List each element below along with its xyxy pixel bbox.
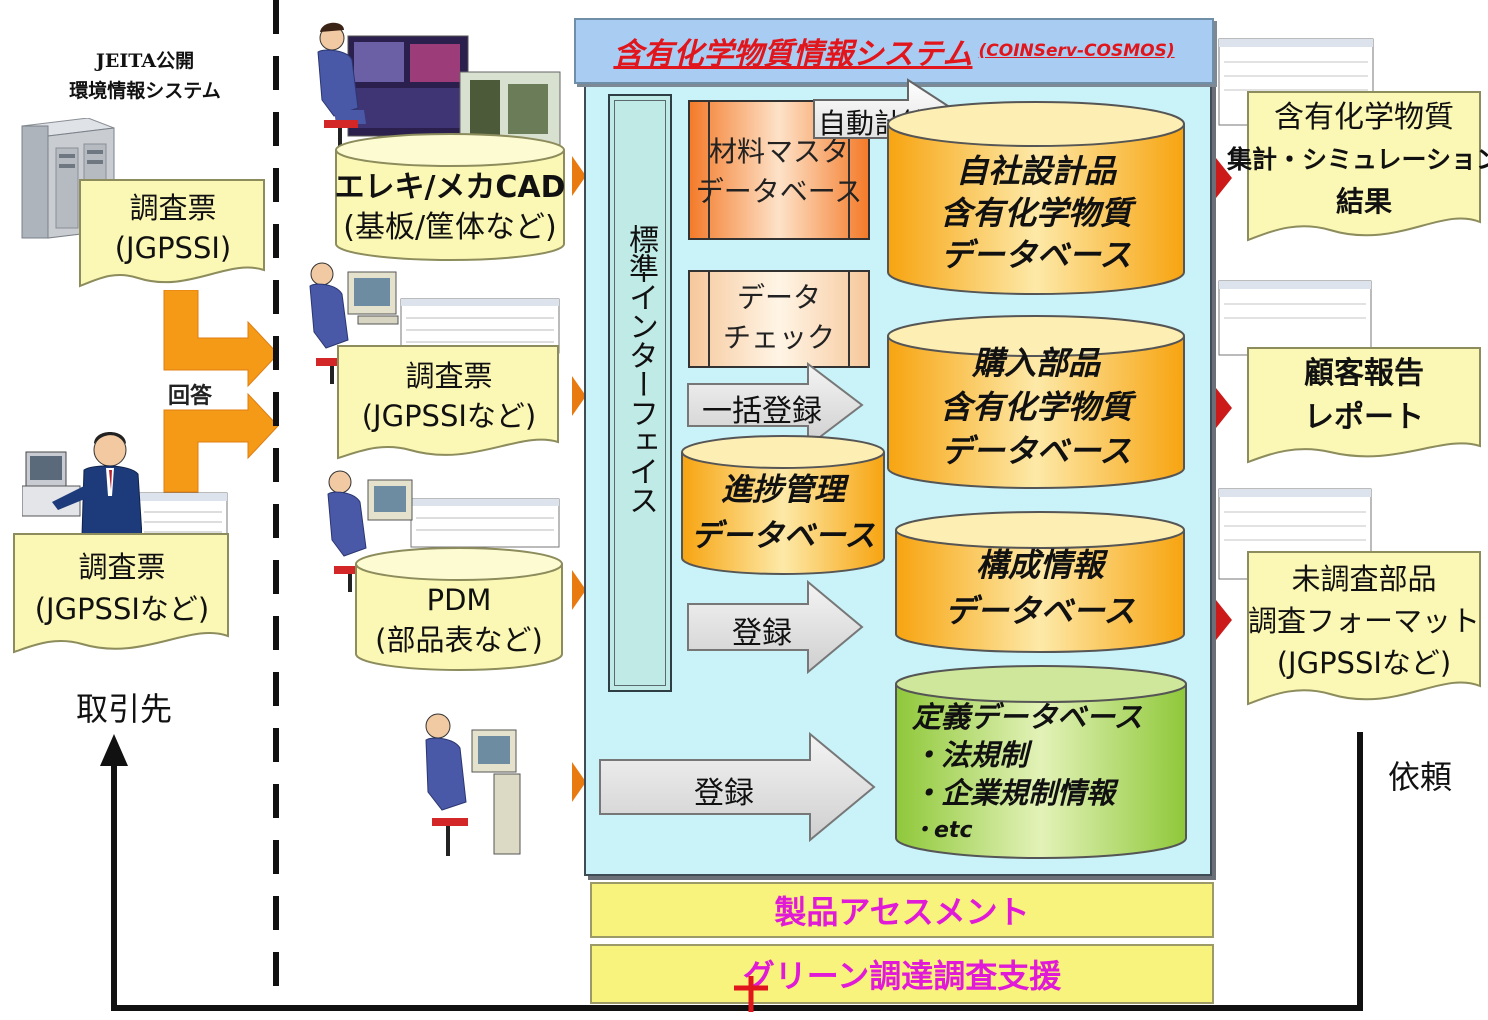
- answer-arrows: [156, 289, 280, 500]
- data-check-line2: チェック: [722, 321, 835, 354]
- engineer-icon-1: [304, 20, 384, 160]
- survey2-line2: (JGPSSIなど): [34, 592, 210, 626]
- pdm-cylinder: PDM (部品表など): [354, 546, 564, 672]
- def-item3: ・etc: [912, 818, 973, 843]
- config-line2: データベース: [944, 592, 1136, 630]
- data-check-line1: データ: [736, 281, 821, 314]
- register-label-2: 登録: [694, 776, 754, 811]
- bulk-register-arrow: 一括登録: [686, 361, 866, 449]
- definition-db-cylinder: 定義データベース ・法規制 ・企業規制情報 ・etc: [894, 664, 1188, 860]
- input-arrow-survey: [572, 376, 586, 416]
- material-master-line1: 材料マスタ: [708, 135, 849, 168]
- jeita-label: JEITA公開 環境情報システム: [40, 46, 250, 106]
- progress-line1: 進捗管理: [721, 472, 845, 508]
- out2-line2: レポート: [1304, 400, 1424, 435]
- output-arrow-3: [1216, 600, 1232, 640]
- output-doc-simulation: 含有化学物質 集計・シミュレーション 結果: [1227, 90, 1488, 250]
- green-procurement-bar: グリーン調達調査支援: [590, 944, 1214, 1004]
- system-title: 含有化学物質情報システム: [613, 37, 973, 72]
- supplier-label: 取引先: [76, 690, 173, 728]
- own-design-line2: 含有化学物質: [939, 194, 1132, 232]
- pdm-screen-icon: [410, 498, 560, 548]
- engineer-icon-2: [302, 258, 412, 388]
- system-title-bar: 含有化学物質情報システム (COINServ-COSMOS): [574, 18, 1214, 84]
- survey-doc-left: 調査票 (JGPSSIなど): [12, 532, 232, 656]
- cad-line2: (基板/筐体など): [343, 210, 557, 245]
- answer-label: 回答: [168, 384, 213, 409]
- engineer-icon-3: [318, 466, 428, 596]
- survey-input-line2: (JGPSSIなど): [361, 399, 537, 433]
- progress-db-cylinder: 進捗管理 データベース: [680, 434, 886, 576]
- survey-doc-jgpssi: 調査票 (JGPSSI): [78, 178, 268, 288]
- green-procurement-label: グリーン調達調査支援: [742, 957, 1062, 995]
- survey2-line1: 調査票: [78, 550, 166, 584]
- config-db-cylinder: 構成情報 データベース: [894, 510, 1186, 654]
- product-assessment-bar: 製品アセスメント: [590, 882, 1214, 938]
- survey1-line1: 調査票: [129, 191, 217, 225]
- own-design-line1: 自社設計品: [955, 152, 1116, 190]
- out3-line3: (JGPSSIなど): [1276, 646, 1452, 680]
- jeita-line2: 環境情報システム: [69, 80, 221, 102]
- survey1-line2: (JGPSSI): [114, 231, 232, 265]
- standard-interface-label: 標準インターフェイス: [623, 224, 658, 514]
- data-check-box: データ チェック: [688, 270, 870, 368]
- purchased-line2: 含有化学物質: [939, 388, 1132, 426]
- purchased-db-cylinder: 購入部品 含有化学物質 データベース: [886, 314, 1186, 490]
- pdm-line2: (部品表など): [375, 623, 543, 657]
- input-arrow-def: [572, 762, 586, 802]
- cad-line1: エレキ/メカCAD: [334, 170, 566, 205]
- output-screen-2: [1218, 280, 1372, 356]
- input-arrow-cad: [572, 156, 586, 196]
- output-arrow-1: [1216, 158, 1232, 198]
- own-design-line3: データベース: [940, 236, 1132, 274]
- engineer-icon-4: [414, 706, 526, 866]
- own-design-db-cylinder: 自社設計品 含有化学物質 データベース: [886, 100, 1186, 296]
- config-line1: 構成情報: [975, 546, 1104, 584]
- register-arrow-1: 登録: [686, 579, 866, 675]
- register-label-1: 登録: [732, 616, 792, 651]
- survey-screen-icon: [400, 298, 560, 354]
- output-doc-report: 顧客報告 レポート: [1246, 346, 1482, 468]
- out1-line1: 含有化学物質: [1274, 100, 1454, 135]
- cad-screens-icon: [340, 32, 565, 152]
- pdm-line1: PDM: [426, 583, 492, 617]
- out2-line1: 顧客報告: [1304, 356, 1424, 391]
- request-return-arrow: [96, 726, 1368, 1016]
- standard-interface: 標準インターフェイス: [608, 94, 672, 692]
- out3-line1: 未調査部品: [1291, 562, 1437, 596]
- output-doc-format: 未調査部品 調査フォーマット (JGPSSIなど): [1246, 550, 1482, 714]
- def-item1: ・法規制: [912, 738, 1029, 772]
- jeita-line1: JEITA公開: [95, 50, 195, 72]
- system-title-sub: (COINServ-COSMOS): [978, 41, 1175, 61]
- purchased-line3: データベース: [940, 432, 1132, 470]
- out3-line2: 調査フォーマット: [1247, 604, 1480, 638]
- product-assessment-label: 製品アセスメント: [774, 893, 1030, 931]
- supplier-person-icon: [21, 426, 143, 537]
- cad-cylinder: エレキ/メカCAD (基板/筐体など): [334, 132, 566, 262]
- register-arrow-2: 登録: [598, 731, 878, 843]
- purchased-line1: 購入部品: [971, 344, 1100, 382]
- output-arrow-2: [1216, 388, 1232, 428]
- bulk-register-label: 一括登録: [702, 394, 822, 429]
- material-master-line2: データベース: [695, 175, 863, 208]
- def-item2: ・企業規制情報: [912, 776, 1116, 810]
- input-arrow-pdm: [572, 570, 586, 610]
- out1-line2: 集計・シミュレーション: [1227, 145, 1488, 174]
- survey-input-doc: 調査票 (JGPSSIなど): [336, 344, 562, 462]
- request-label: 依頼: [1388, 758, 1453, 796]
- progress-line2: データベース: [690, 518, 876, 554]
- survey-input-line1: 調査票: [405, 359, 493, 393]
- def-title: 定義データベース: [912, 700, 1143, 734]
- out1-line3: 結果: [1335, 185, 1392, 218]
